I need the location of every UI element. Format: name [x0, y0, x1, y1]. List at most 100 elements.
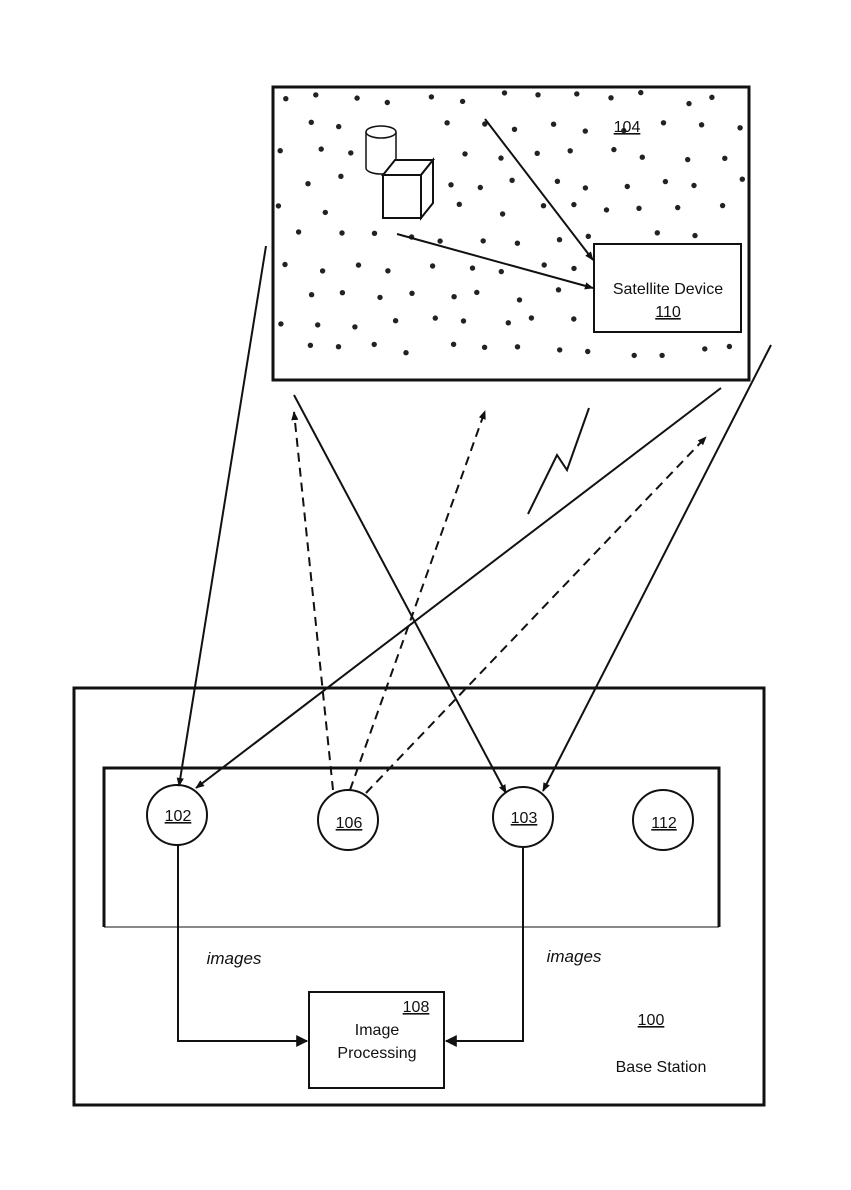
scene-dot	[377, 295, 382, 300]
scene-dot	[727, 344, 732, 349]
scene-dot	[574, 91, 579, 96]
scene-dot	[515, 241, 520, 246]
image-processing-line2: Processing	[337, 1045, 416, 1062]
scene-dot	[709, 95, 714, 100]
scene-dot	[686, 101, 691, 106]
scene-dot	[551, 122, 556, 127]
scene-dot	[372, 231, 377, 236]
scene-dot	[583, 185, 588, 190]
dashed-arrow-106-left	[294, 412, 333, 790]
scene-dot	[309, 120, 314, 125]
scene-dot	[309, 292, 314, 297]
scene-dot	[512, 127, 517, 132]
images-label-right: images	[547, 947, 602, 966]
scene-dot	[336, 344, 341, 349]
scene-dot	[675, 205, 680, 210]
signal-arrow-to-103-b	[543, 345, 771, 791]
images-label-left: images	[207, 949, 262, 968]
scene-dot	[385, 100, 390, 105]
scene-dot	[460, 99, 465, 104]
scene-dot	[655, 230, 660, 235]
scene-dot	[437, 238, 442, 243]
scene-dot	[517, 297, 522, 302]
scene-dot	[509, 178, 514, 183]
scene-dot	[499, 269, 504, 274]
scene-dot	[625, 184, 630, 189]
scene-dot	[583, 128, 588, 133]
scene-dot	[722, 156, 727, 161]
node-102-label: 102	[165, 808, 192, 825]
scene-dot	[608, 95, 613, 100]
scene-dot	[661, 120, 666, 125]
scene-dot	[720, 203, 725, 208]
scene-dot	[699, 122, 704, 127]
dashed-signal-arrows	[294, 411, 706, 793]
dashed-arrow-106-right	[366, 437, 706, 793]
scene-dot	[482, 345, 487, 350]
scene-dot	[278, 148, 283, 153]
satellite-device-label: Satellite Device	[613, 281, 723, 298]
scene-dot	[659, 353, 664, 358]
scene-dot	[535, 151, 540, 156]
scene-dot	[457, 202, 462, 207]
scene-dot	[611, 147, 616, 152]
satellite-device-ref: 110	[655, 304, 681, 321]
scene-dot	[336, 124, 341, 129]
scene-dot	[481, 238, 486, 243]
scene-dot	[323, 210, 328, 215]
cube-object	[383, 160, 433, 218]
scene-dot	[305, 181, 310, 186]
scene-dot	[740, 177, 745, 182]
scene-dot	[338, 174, 343, 179]
scene-dot	[568, 148, 573, 153]
scene-dot	[556, 287, 561, 292]
scene-dot	[557, 347, 562, 352]
scene-dot	[444, 120, 449, 125]
scene-dot	[542, 262, 547, 267]
scene-dot	[515, 344, 520, 349]
signal-arrow-to-102-a	[179, 246, 266, 786]
scene-dot	[555, 179, 560, 184]
scene-dot	[636, 206, 641, 211]
scene-dot	[451, 342, 456, 347]
scene-dot	[638, 90, 643, 95]
scene-dot	[571, 266, 576, 271]
scene-dot	[354, 95, 359, 100]
scene-dot	[470, 265, 475, 270]
scene-dot	[632, 353, 637, 358]
scene-dot	[372, 342, 377, 347]
scene-dot	[448, 182, 453, 187]
scene-dot	[315, 322, 320, 327]
scene-dot	[385, 268, 390, 273]
signal-arrow-to-103-a	[294, 395, 506, 793]
scene-dot	[319, 146, 324, 151]
base-station-label: Base Station	[616, 1059, 707, 1076]
scene-dot	[282, 262, 287, 267]
scene-dot	[737, 125, 742, 130]
scene-dot	[308, 343, 313, 348]
dashed-arrow-106-center	[350, 411, 485, 790]
scene-dot	[393, 318, 398, 323]
scene-dot	[451, 294, 456, 299]
base-station-ref: 100	[638, 1012, 665, 1029]
scene-dot	[535, 92, 540, 97]
scene-dot	[692, 233, 697, 238]
scene-dot	[585, 349, 590, 354]
scene-dot	[502, 90, 507, 95]
scene-ref: 104	[614, 119, 641, 136]
scene-dot	[498, 155, 503, 160]
scene-dot	[702, 346, 707, 351]
scene-dot	[691, 183, 696, 188]
scene-dot	[352, 324, 357, 329]
scene-dot	[506, 320, 511, 325]
scene-dot	[557, 237, 562, 242]
scene-dot	[313, 92, 318, 97]
scene-dot	[348, 150, 353, 155]
node-103-label: 103	[511, 810, 538, 827]
scene-dot	[604, 207, 609, 212]
scene-dot	[640, 155, 645, 160]
scene-dot	[409, 291, 414, 296]
scene-dot	[529, 315, 534, 320]
scene-dot	[433, 315, 438, 320]
